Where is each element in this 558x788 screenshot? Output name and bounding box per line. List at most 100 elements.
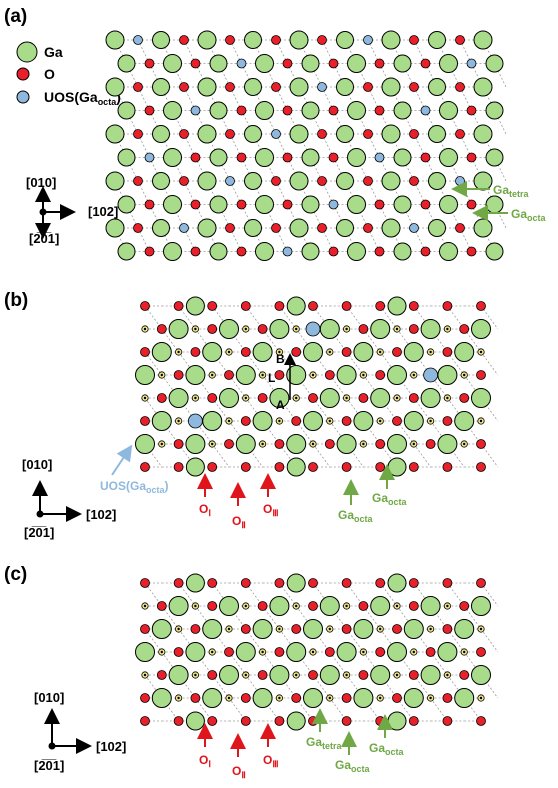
- interstitial-center: [261, 442, 264, 446]
- interstitial-center: [194, 673, 197, 677]
- o-atom: [408, 301, 419, 311]
- ga-atom: [393, 101, 412, 120]
- ga-atom: [485, 242, 504, 261]
- interstitial-center: [379, 419, 382, 423]
- interstitial-center: [429, 696, 432, 700]
- interstitial-center: [295, 604, 298, 608]
- ga-atom: [370, 388, 391, 408]
- ga-atom: [471, 319, 491, 339]
- bond: [346, 674, 364, 699]
- interstitial-center: [429, 419, 432, 423]
- interstitial-center: [395, 673, 399, 677]
- o-atom: [341, 416, 352, 426]
- interstitial-center: [227, 419, 231, 423]
- interstitial-center: [362, 373, 365, 377]
- legend-ga-label: Ga: [44, 44, 63, 60]
- o-atom: [466, 199, 477, 210]
- ga-atom: [286, 296, 306, 316]
- o-atom: [363, 82, 373, 92]
- o-atom: [425, 647, 436, 657]
- ga-atom: [135, 642, 155, 662]
- bond: [178, 628, 196, 653]
- interstitial-center: [295, 396, 298, 400]
- o-atom: [140, 693, 150, 703]
- label-ga-octa1-c: Gaocta: [335, 758, 371, 774]
- interstitial-center: [295, 327, 298, 331]
- ga-atom: [185, 365, 206, 385]
- legend-ga-symbol: [16, 41, 38, 63]
- label-ga-octa1-b: Gaocta: [338, 508, 374, 524]
- bond: [312, 443, 331, 468]
- o-atom: [274, 716, 285, 726]
- bond: [379, 351, 398, 376]
- interstitial-center: [143, 396, 147, 400]
- o-atom: [317, 129, 327, 139]
- ga-atom: [117, 101, 136, 120]
- o-atom: [274, 370, 285, 380]
- interstitial-center: [463, 442, 466, 446]
- o-atom: [257, 601, 268, 611]
- o-atom: [425, 439, 436, 449]
- ga-atom: [301, 148, 320, 167]
- ga-atom: [437, 365, 458, 385]
- annotations-c: OⅠ OⅡ OⅢ Gatetra Gaocta Gaocta: [197, 708, 405, 780]
- o-atom: [173, 578, 184, 588]
- ga-atom: [336, 365, 357, 385]
- interstitial-center: [278, 419, 281, 423]
- interstitial-center: [244, 673, 247, 677]
- ga-atom: [387, 711, 407, 731]
- ga-atom: [347, 101, 366, 120]
- o-atom: [179, 35, 189, 45]
- bond: [144, 397, 163, 422]
- o-atom: [282, 199, 293, 210]
- ga-atom: [244, 78, 262, 96]
- ga-atom: [437, 642, 458, 662]
- ga-atom: [152, 219, 170, 237]
- ga-atom: [255, 195, 274, 214]
- ga-atom: [381, 30, 401, 50]
- o-atom: [358, 393, 369, 403]
- ga-atom: [235, 434, 256, 454]
- ga-atom: [303, 411, 323, 431]
- uos-site: [187, 413, 203, 429]
- axes-b: [010] [102] [2̅0̅1]: [22, 457, 116, 540]
- ga-atom: [269, 319, 290, 339]
- bond: [329, 697, 347, 722]
- panel-a-label: (a): [4, 6, 27, 27]
- bond: [161, 651, 179, 676]
- ga-atom: [387, 434, 407, 454]
- ga-atom: [471, 388, 491, 408]
- o-atom: [274, 301, 285, 311]
- ga-atom: [370, 665, 391, 685]
- ga-atom: [252, 342, 273, 362]
- o-atom: [240, 716, 251, 726]
- bond: [228, 697, 247, 722]
- interstitial-center: [194, 396, 197, 400]
- ga-atom: [197, 30, 217, 50]
- o-atom: [271, 82, 281, 92]
- o-atom: [207, 670, 218, 680]
- interstitial-center: [177, 419, 180, 423]
- ga-atom: [286, 457, 306, 477]
- point-l-label: L: [268, 371, 275, 385]
- interstitial-center: [278, 627, 281, 631]
- uos-site: [133, 35, 143, 45]
- o-atom: [408, 393, 419, 403]
- interstitial-center: [429, 627, 432, 631]
- o-atom: [257, 393, 268, 403]
- o-atom: [476, 716, 486, 726]
- o-atom: [274, 647, 285, 657]
- interstitial-center: [177, 696, 180, 700]
- axis-c-010: [010]: [34, 690, 64, 705]
- ga-atom: [301, 242, 320, 261]
- ga-atom: [473, 30, 493, 50]
- o-atom: [271, 35, 281, 45]
- ga-atom: [473, 77, 493, 97]
- ga-atom: [202, 411, 223, 431]
- axis-a-102: [102]: [88, 204, 118, 219]
- ga-atom: [209, 54, 228, 73]
- o-atom: [190, 58, 201, 69]
- ga-atom: [336, 172, 354, 190]
- bond: [228, 420, 247, 445]
- ga-atom: [117, 195, 136, 214]
